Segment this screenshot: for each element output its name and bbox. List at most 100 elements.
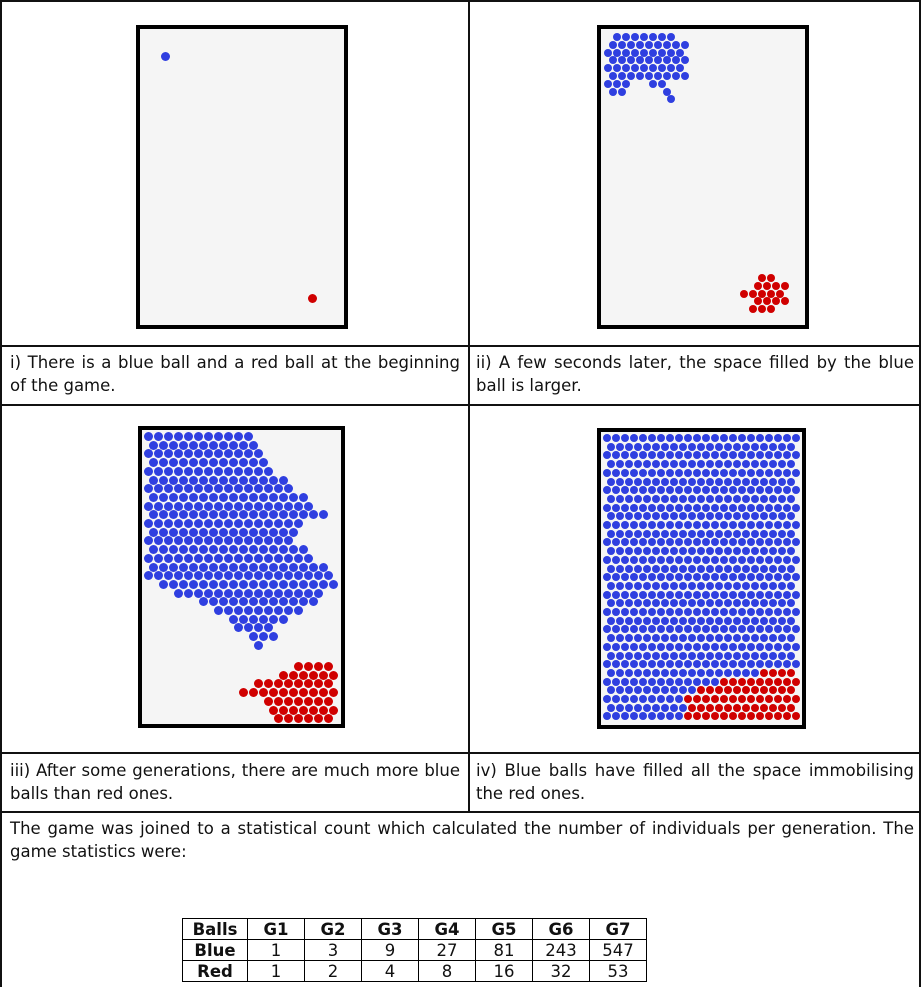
blue-ball (643, 530, 651, 538)
blue-ball (715, 582, 723, 590)
blue-ball (783, 521, 791, 529)
blue-ball (738, 573, 746, 581)
blue-ball (774, 643, 782, 651)
blue-ball (747, 434, 755, 442)
blue-ball (702, 608, 710, 616)
red-ball (299, 706, 308, 715)
blue-ball (199, 528, 208, 537)
blue-ball (667, 49, 675, 57)
panel-caption-1: i) There is a blue ball and a red ball a… (10, 351, 460, 397)
blue-ball (274, 502, 283, 511)
blue-ball (733, 530, 741, 538)
blue-ball (634, 565, 642, 573)
blue-ball (697, 478, 705, 486)
blue-ball (697, 547, 705, 555)
blue-ball (621, 712, 629, 720)
red-ball (289, 706, 298, 715)
blue-ball (765, 538, 773, 546)
blue-ball (702, 469, 710, 477)
blue-ball (630, 591, 638, 599)
blue-ball (184, 589, 193, 598)
blue-ball (149, 458, 158, 467)
blue-ball (179, 458, 188, 467)
blue-ball (194, 432, 203, 441)
table-cell: 243 (533, 940, 590, 961)
blue-ball (756, 573, 764, 581)
blue-ball (613, 49, 621, 57)
blue-ball (627, 72, 635, 80)
red-ball (304, 662, 313, 671)
blue-ball (164, 571, 173, 580)
blue-ball (693, 469, 701, 477)
blue-ball (684, 538, 692, 546)
blue-ball (697, 530, 705, 538)
blue-ball (189, 510, 198, 519)
blue-ball (778, 530, 786, 538)
blue-ball (702, 643, 710, 651)
blue-ball (329, 580, 338, 589)
red-ball (319, 671, 328, 680)
blue-ball (792, 643, 800, 651)
blue-ball (294, 519, 303, 528)
blue-ball (184, 519, 193, 528)
blue-ball (648, 556, 656, 564)
blue-ball (229, 493, 238, 502)
blue-ball (224, 536, 233, 545)
blue-ball (159, 545, 168, 554)
blue-ball (244, 484, 253, 493)
blue-ball (684, 643, 692, 651)
blue-ball (760, 565, 768, 573)
blue-ball (643, 669, 651, 677)
blue-ball (670, 478, 678, 486)
blue-ball (634, 617, 642, 625)
blue-ball (778, 478, 786, 486)
blue-ball (657, 538, 665, 546)
red-ball (774, 712, 782, 720)
blue-ball (636, 72, 644, 80)
blue-ball (229, 458, 238, 467)
blue-ball (706, 617, 714, 625)
blue-ball (184, 502, 193, 511)
blue-ball (639, 504, 647, 512)
blue-ball (607, 530, 615, 538)
blue-ball (733, 443, 741, 451)
blue-ball (621, 504, 629, 512)
blue-ball (787, 617, 795, 625)
blue-ball (697, 617, 705, 625)
blue-ball (679, 652, 687, 660)
blue-ball (747, 643, 755, 651)
blue-ball (643, 652, 651, 660)
blue-ball (751, 460, 759, 468)
blue-ball (603, 434, 611, 442)
blue-ball (688, 634, 696, 642)
blue-ball (733, 669, 741, 677)
blue-ball (616, 478, 624, 486)
blue-ball (733, 547, 741, 555)
blue-ball (648, 521, 656, 529)
blue-ball (765, 434, 773, 442)
blue-ball (616, 512, 624, 520)
table-header-cell: G5 (476, 919, 533, 940)
blue-ball (693, 678, 701, 686)
blue-ball (729, 643, 737, 651)
blue-ball (675, 556, 683, 564)
blue-ball (670, 617, 678, 625)
blue-ball (787, 582, 795, 590)
blue-ball (264, 502, 273, 511)
blue-ball (622, 33, 630, 41)
blue-ball (652, 547, 660, 555)
blue-ball (209, 545, 218, 554)
blue-ball (249, 580, 258, 589)
blue-ball (769, 565, 777, 573)
blue-ball (765, 486, 773, 494)
blue-ball (319, 563, 328, 572)
red-ball (742, 704, 750, 712)
red-ball (756, 695, 764, 703)
blue-ball (729, 625, 737, 633)
blue-ball (666, 660, 674, 668)
blue-ball (204, 571, 213, 580)
blue-ball (164, 519, 173, 528)
blue-ball (702, 521, 710, 529)
blue-ball (643, 599, 651, 607)
blue-ball (219, 528, 228, 537)
